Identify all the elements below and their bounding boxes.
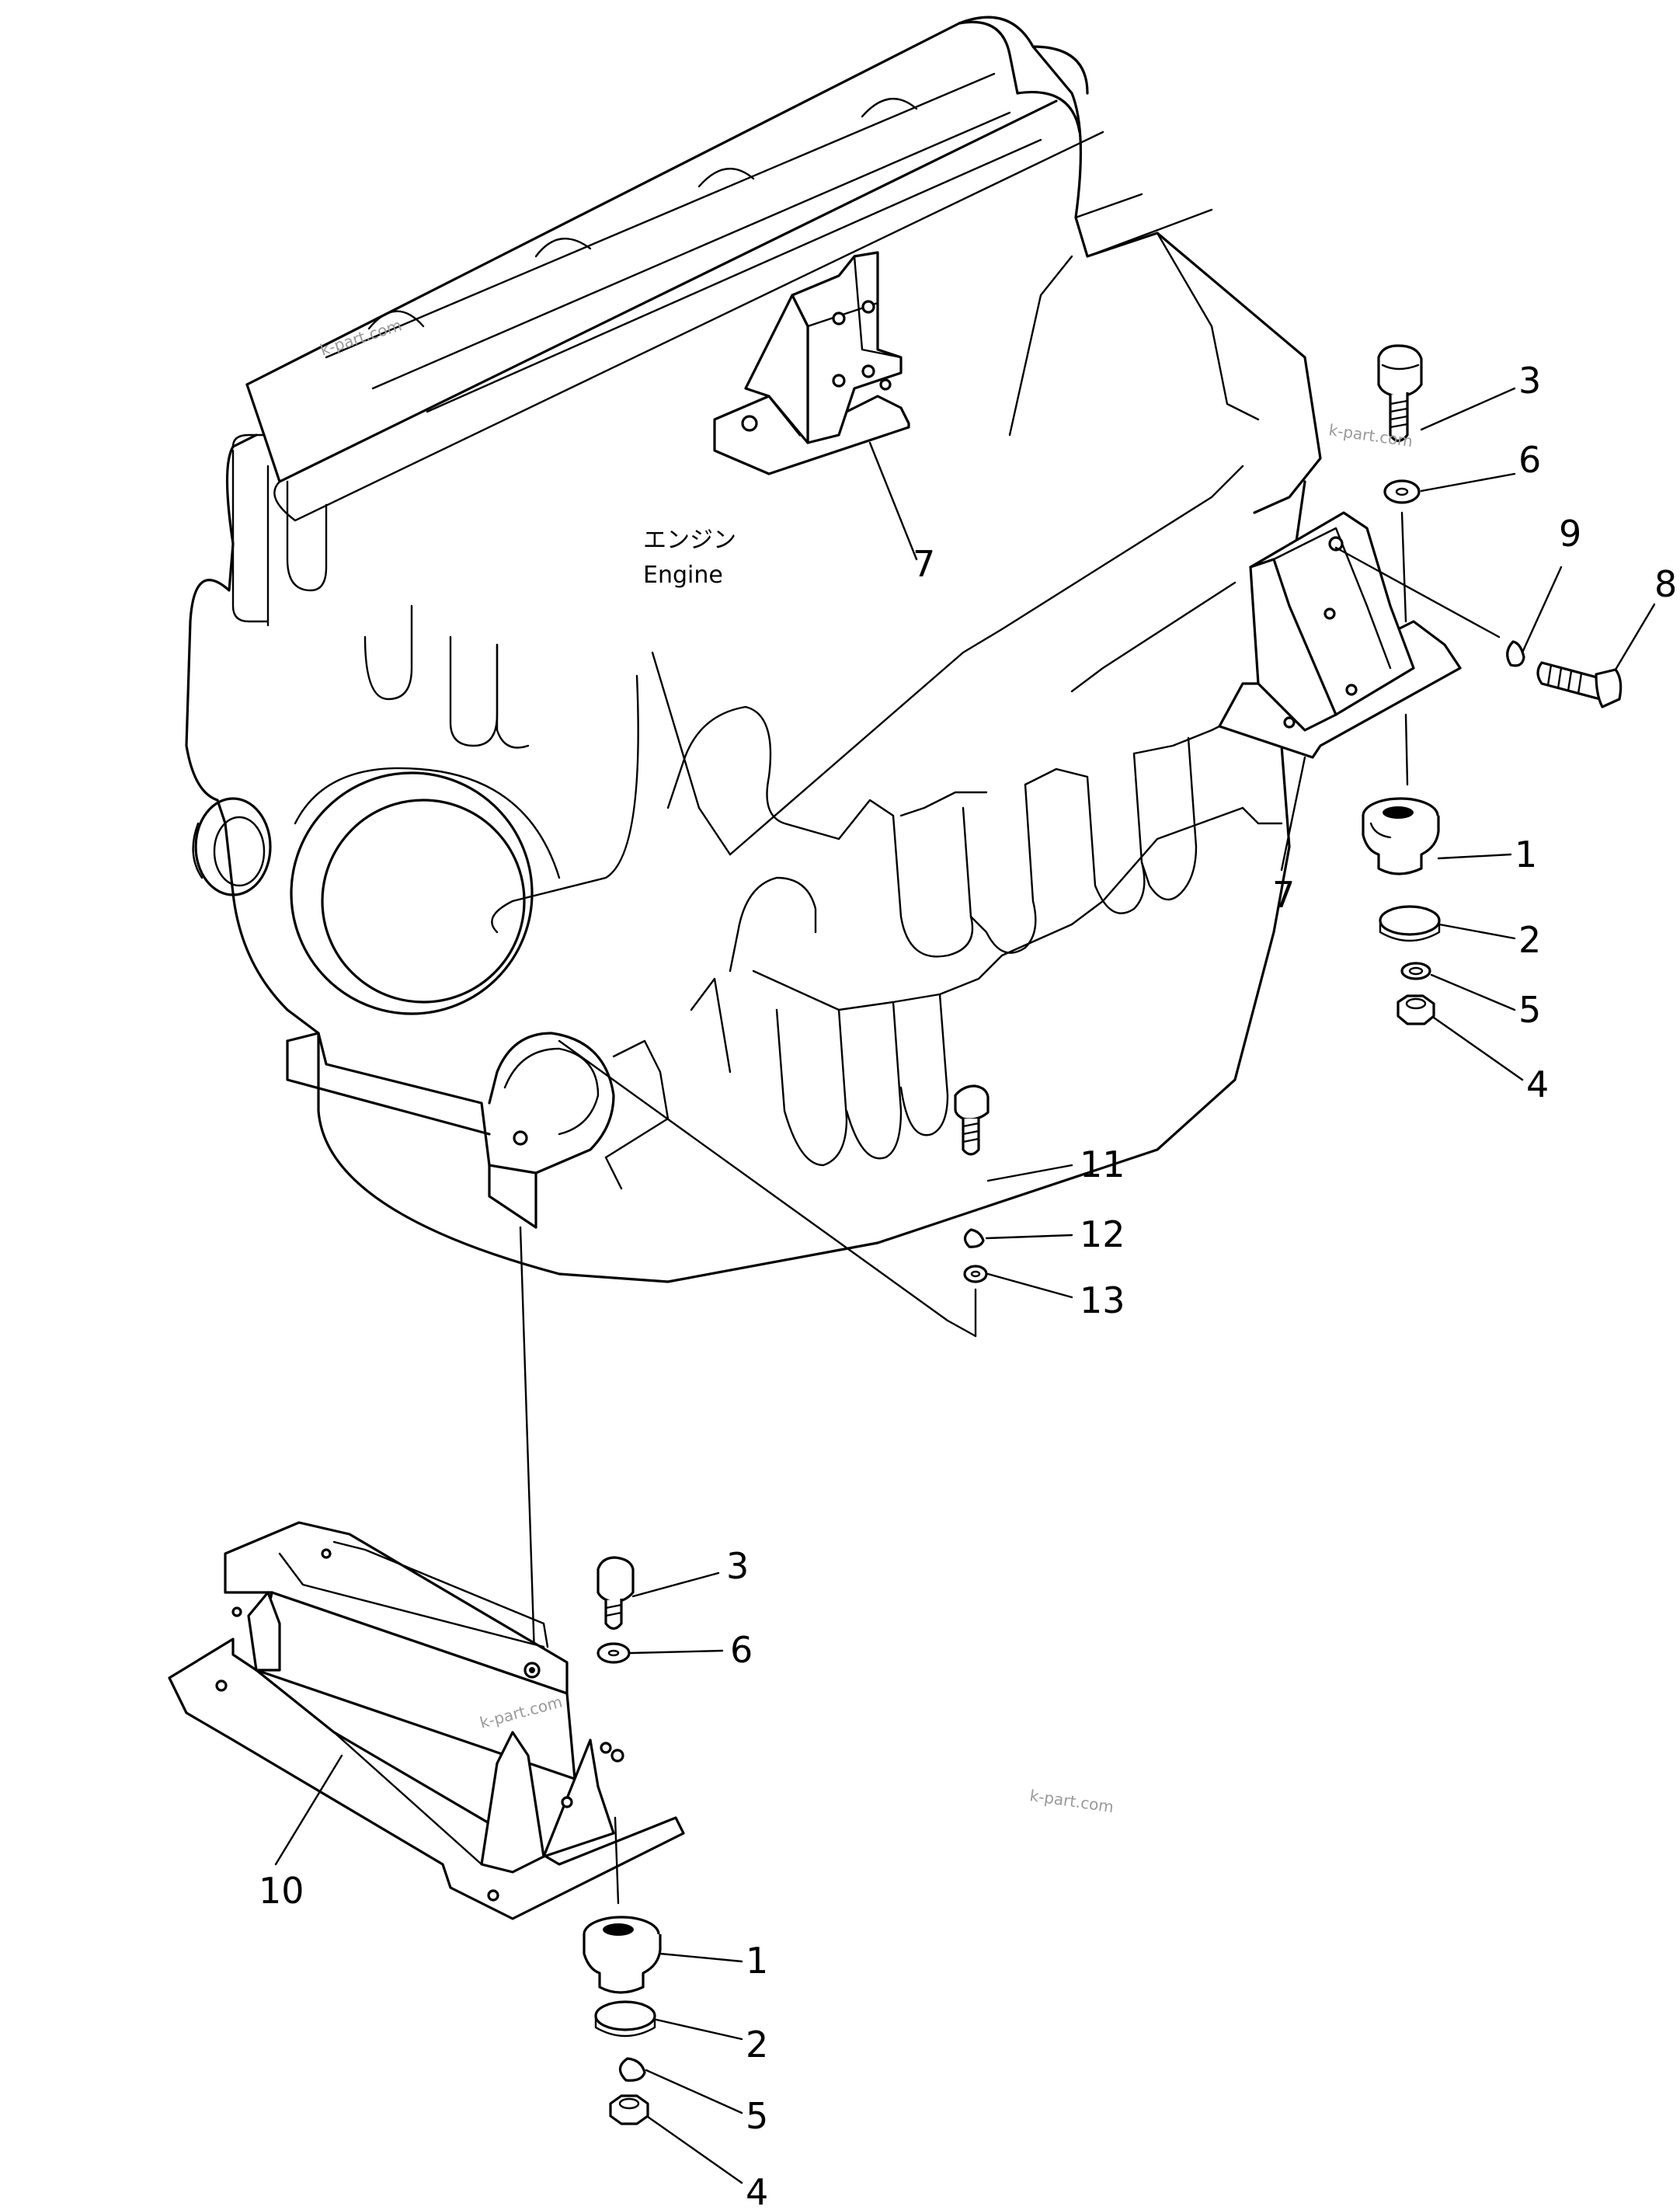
callout-6-lower: 6 [730,1629,753,1671]
engine-label-jp: エンジン [643,527,736,554]
callout-labels: 7 7 3 6 9 8 1 2 5 4 11 12 13 3 6 10 1 2 … [259,360,1677,2210]
callout-9: 9 [1559,513,1581,555]
callout-3-lower: 3 [726,1545,749,1587]
callout-2-lower: 2 [746,2024,768,2066]
callout-8: 8 [1654,563,1677,605]
callout-3-right: 3 [1518,360,1541,402]
callout-6-right: 6 [1518,439,1541,481]
callout-13: 13 [1080,1279,1125,1321]
rear-mount-bracket [168,1521,685,1920]
callout-5-lower: 5 [746,2095,768,2137]
watermark-4: k-part.com [1028,1786,1115,1816]
callout-1-lower: 1 [746,1940,768,1982]
right-mount-bracket [1218,511,1462,872]
callout-4-right: 4 [1526,1063,1549,1105]
leader-lines [629,387,1656,2184]
callout-2-right: 2 [1518,919,1541,961]
callout-12: 12 [1080,1213,1125,1255]
engine-label-en: Engine [643,562,723,589]
watermarks: k-part.com k-part.com k-part.com k-part.… [318,315,1414,1816]
callout-4-lower: 4 [746,2171,768,2210]
callout-7-right: 7 [1272,874,1295,916]
watermark-1: k-part.com [318,315,404,359]
alignment-line [519,1226,536,1656]
callout-5-right: 5 [1518,989,1541,1031]
callout-11: 11 [1080,1143,1125,1185]
center-hardware-stack [558,1039,990,1338]
callout-7-top: 7 [913,543,935,585]
right-hardware-stack [1334,344,1623,1025]
engine-label: エンジン Engine [643,527,736,589]
callout-1-right: 1 [1515,834,1537,875]
callout-10: 10 [259,1870,304,1912]
engine-block [185,16,1322,1283]
front-mount-bracket [713,251,918,561]
